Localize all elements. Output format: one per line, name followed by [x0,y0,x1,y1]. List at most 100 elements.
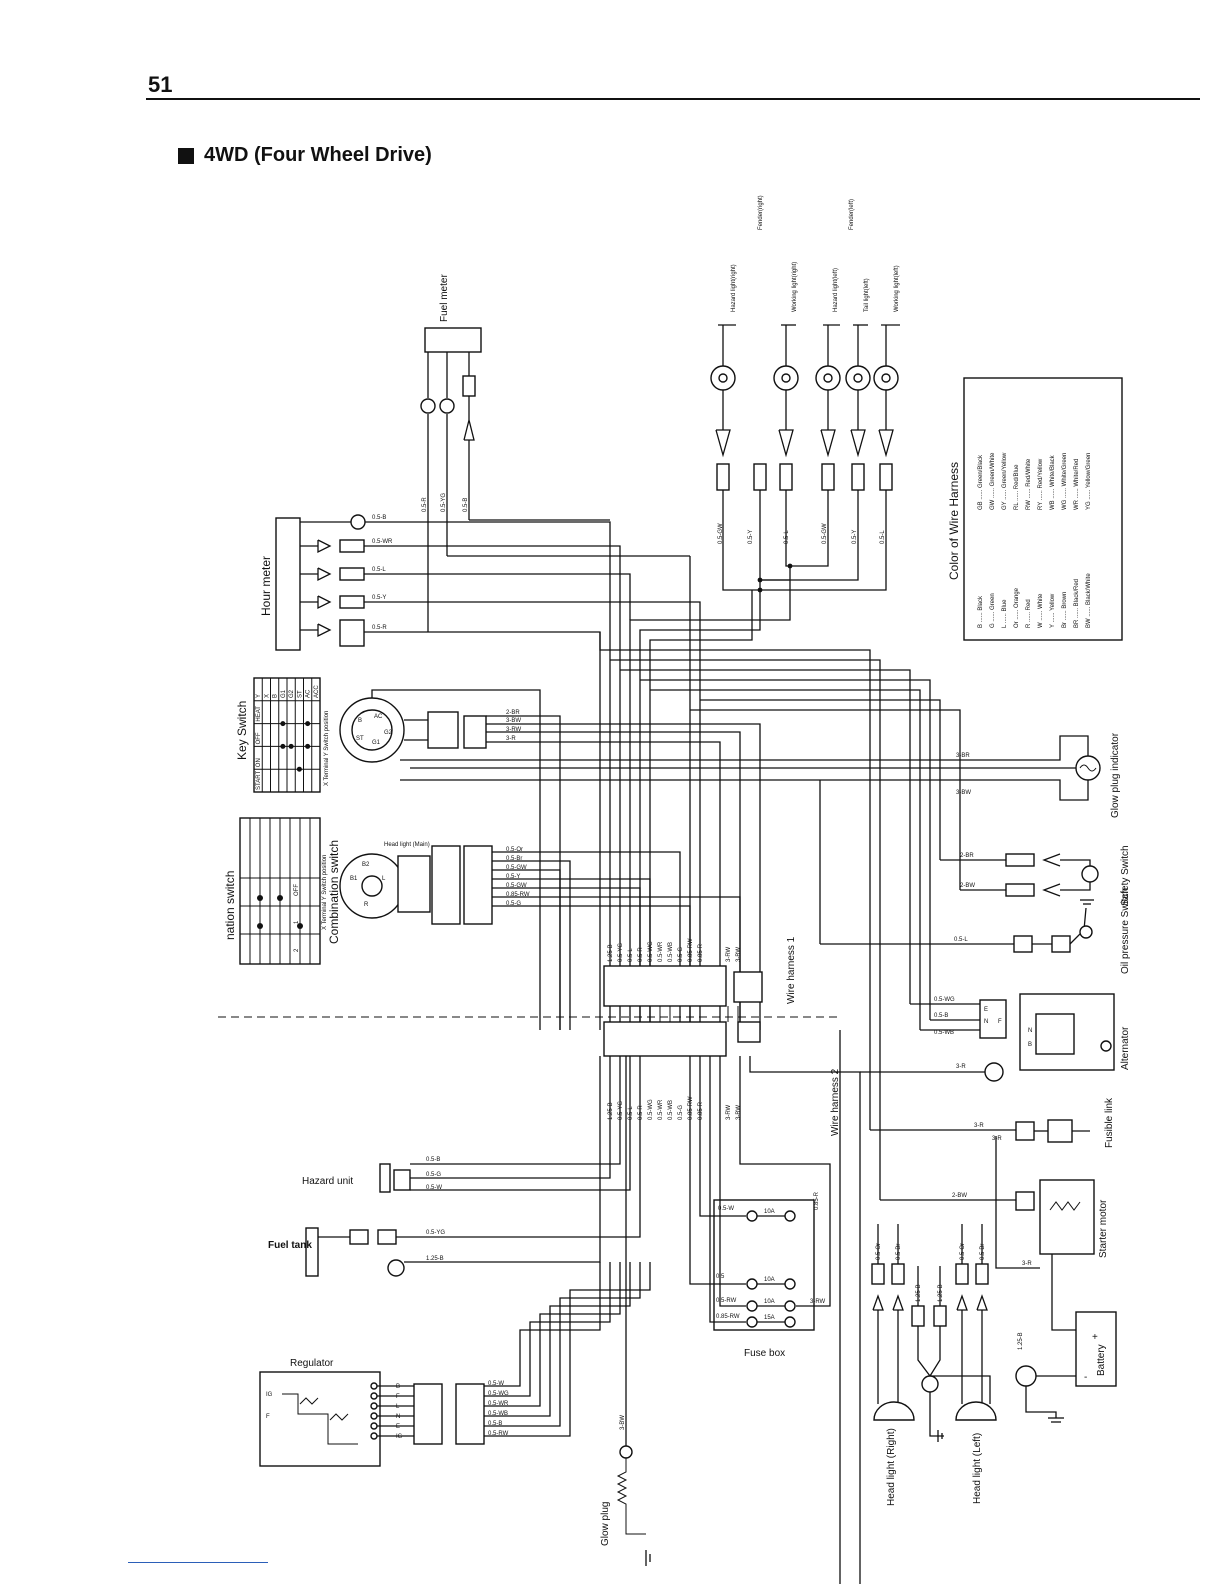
legend-right-column: GB ...... Green/Black GW ...... Green/Whi… [978,452,1092,510]
wire-label: 0.5-W [488,1381,504,1387]
legend-entry: GW ...... Green/White [990,452,996,510]
wire-label: 0.5-R [638,947,644,962]
wire-label: 0.5-WG [648,941,654,962]
wire-label: 3-RW [506,727,522,733]
section-title: 4WD (Four Wheel Drive) [178,144,432,167]
harness-2-connector [603,1021,727,1057]
wire-label: 0.5-Or [960,1243,966,1260]
fuel-meter-label: Fuel meter [439,274,450,322]
oil-pressure-switch: 0.5-L Oil pressure Switch [820,888,1131,974]
battery-positive: + [1092,1332,1098,1343]
lamp-wire-label: 0.5-Y [852,530,858,544]
wire-label: 0.5-WB [668,942,674,962]
wire-label: 0.5-R [422,497,428,512]
wire-label: 3-R [992,1136,1002,1142]
glow-plug-label: Glow plug [600,1502,611,1546]
legend-entry: RW ...... Red/White [1026,458,1032,510]
wire-label: 0.5-Or [506,847,523,853]
lamp-wire-label: 0.5-L [880,530,886,544]
fuel-tank-body [305,1227,319,1277]
combo-terminal-label: R [364,902,369,908]
lamp-group: Hazard light(right) Fender(right) Workin… [629,195,900,1030]
legend-entry: L ...... Blue [1002,599,1008,628]
key-switch-col: AC [306,689,312,698]
wire-label: 0.5-WR [658,941,664,962]
key-switch-col: Y [256,694,262,698]
key-switch-col: ST [297,690,303,698]
fuel-meter: Fuel meter 0.5-R 0.5-YG 0.5-B [420,274,482,632]
wire-label: 0.5-L [954,937,968,943]
glow-plug-indicator-label: Glow plug indicator [1110,732,1121,818]
legend-entry: Br ...... Brown [1062,592,1068,628]
head-light-left-label: Head light (Left) [972,1433,983,1504]
alternator-terminal: N [1028,1028,1032,1034]
wire-label: 0.85-R [814,1191,820,1210]
fuel-tank-label: Fuel tank [268,1240,312,1251]
alternator-connector [979,999,1007,1039]
wire-label: 1.25-B [608,944,614,962]
bullet-square-icon [178,147,194,164]
hour-meter-label: Hour meter [259,556,273,616]
alternator-terminal: N [984,1019,988,1025]
wire-harness-2-label: Wire harness 2 [830,1068,841,1136]
key-switch-col: B [273,694,279,698]
wire-label: 0.5-WG [934,997,955,1003]
wire-label: 0.5-WB [668,1100,674,1120]
wire-label: 0.5-L [628,948,634,962]
section-title-text: 4WD (Four Wheel Drive) [204,144,432,166]
legend-entry: B ...... Black [978,595,984,628]
legend-box [963,377,1123,641]
wire-label: 0.85-RW [688,938,694,962]
wire-label: 0.5-R [638,1105,644,1120]
key-terminal-label: B [358,718,362,724]
wire-label: 0.5-YG [618,1101,624,1120]
key-terminal-label: ST [356,736,364,742]
wire-label: 0.5-R [372,625,387,631]
bulb-filament-icon [718,373,728,383]
battery-negative: - [1084,1372,1087,1383]
regulator-terminal: IG [266,1392,273,1398]
fuse-rating: 15A [764,1315,775,1321]
regulator-label: Regulator [290,1358,334,1369]
lamp-wire-label: 0.5-Y [748,530,754,544]
legend-entry: GY ...... Green/Yellow [1002,452,1008,510]
header-rule [146,98,1200,100]
starter-motor-body [1039,1179,1095,1255]
combo-terminal-label: L [382,876,386,882]
glow-plug-terminal [619,1445,633,1459]
page-number: 51 [148,72,173,97]
wire-label: 0.5-W [718,1206,734,1212]
combination-switch-note: X Terminal Y Switch position [322,855,328,930]
wire-label: 0.85-RW [716,1314,740,1320]
safety-switch: 2-BR 2-BW Safety Switch [940,845,1131,906]
wire-label: 0.5-B [463,498,469,512]
combination-switch-table-label: nation switch [223,871,237,940]
lamp-label-working-left: Working light(left) [894,265,900,312]
legend-entry: GB ...... Green/Black [978,454,984,510]
wire-label: 3-BW [620,1415,626,1430]
wire-label: 1.25-B [1018,1332,1024,1350]
battery-body [1075,1311,1117,1387]
legend-entry: RY ...... Red/Yellow [1038,458,1044,510]
lamp-label-hazard-left: Hazard light(left) [833,268,839,312]
safety-switch-label: Safety Switch [1120,845,1131,906]
wire-label: 0.5-B [426,1157,440,1163]
wire-label: 0.5-G [506,901,521,907]
legend-entry: BR ...... Black/Red [1074,579,1080,628]
fuel-tank: Fuel tank 0.5-YG 1.25-B [268,1056,641,1277]
battery: + - Battery 1.25-B [1015,1311,1117,1423]
legend-entry: BW ...... Black/White [1086,573,1092,628]
head-light-right-icon [873,1401,915,1421]
lamp-connector [716,463,730,491]
wire-label: 0.85-RW [688,1096,694,1120]
